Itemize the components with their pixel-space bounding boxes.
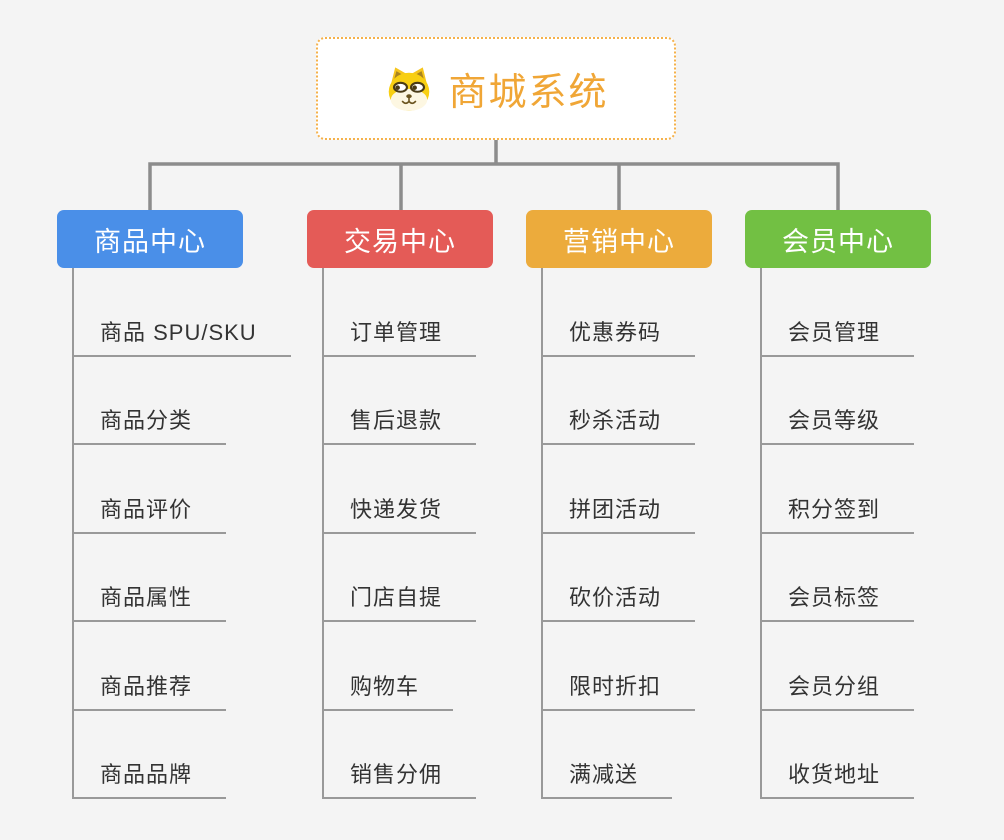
root-title: 商城系统 <box>448 72 609 114</box>
leaf-node[interactable]: 会员等级 <box>762 357 915 445</box>
leaf-node[interactable]: 售后退款 <box>324 357 477 445</box>
branch-node-marketing-center[interactable]: 营销中心 <box>526 210 712 268</box>
leaf-node[interactable]: 商品评价 <box>74 445 227 534</box>
branch-label: 交易中心 <box>344 226 456 257</box>
leaf-node[interactable]: 会员管理 <box>762 268 915 357</box>
branch-node-member-center[interactable]: 会员中心 <box>745 210 931 268</box>
branch-column-marketing: 营销中心 优惠券码 秒杀活动 拼团活动 砍价活动 限时折扣 满减送 <box>526 210 712 799</box>
leaf-node[interactable]: 砍价活动 <box>543 534 696 622</box>
branch-items: 优惠券码 秒杀活动 拼团活动 砍价活动 限时折扣 满减送 <box>541 268 712 799</box>
branch-items: 订单管理 售后退款 快递发货 门店自提 购物车 销售分佣 <box>322 268 493 799</box>
branch-label: 营销中心 <box>563 226 675 257</box>
branch-column-trade: 交易中心 订单管理 售后退款 快递发货 门店自提 购物车 销售分佣 <box>307 210 493 799</box>
leaf-node[interactable]: 门店自提 <box>324 534 477 622</box>
root-node[interactable]: 商城系统 <box>316 37 676 140</box>
leaf-node[interactable]: 商品品牌 <box>74 711 227 799</box>
branch-column-product: 商品中心 商品 SPU/SKU 商品分类 商品评价 商品属性 商品推荐 商品品牌 <box>57 210 291 799</box>
leaf-node[interactable]: 秒杀活动 <box>543 357 696 445</box>
leaf-node[interactable]: 满减送 <box>543 711 673 799</box>
branch-column-member: 会员中心 会员管理 会员等级 积分签到 会员标签 会员分组 收货地址 <box>745 210 931 799</box>
branch-items: 会员管理 会员等级 积分签到 会员标签 会员分组 收货地址 <box>760 268 931 799</box>
leaf-node[interactable]: 购物车 <box>324 622 454 711</box>
branch-node-product-center[interactable]: 商品中心 <box>57 210 243 268</box>
branch-label: 商品中心 <box>94 226 206 257</box>
leaf-node[interactable]: 收货地址 <box>762 711 915 799</box>
leaf-node[interactable]: 商品 SPU/SKU <box>74 268 291 357</box>
leaf-node[interactable]: 限时折扣 <box>543 622 696 711</box>
branch-items: 商品 SPU/SKU 商品分类 商品评价 商品属性 商品推荐 商品品牌 <box>72 268 291 799</box>
leaf-node[interactable]: 快递发货 <box>324 445 477 534</box>
branch-node-trade-center[interactable]: 交易中心 <box>307 210 493 268</box>
leaf-node[interactable]: 拼团活动 <box>543 445 696 534</box>
doge-icon <box>389 67 430 111</box>
leaf-node[interactable]: 销售分佣 <box>324 711 477 799</box>
leaf-node[interactable]: 会员分组 <box>762 622 915 711</box>
branch-label: 会员中心 <box>782 226 894 257</box>
leaf-node[interactable]: 会员标签 <box>762 534 915 622</box>
leaf-node[interactable]: 商品分类 <box>74 357 227 445</box>
leaf-node[interactable]: 商品推荐 <box>74 622 227 711</box>
leaf-node[interactable]: 订单管理 <box>324 268 477 357</box>
leaf-node[interactable]: 商品属性 <box>74 534 227 622</box>
leaf-node[interactable]: 积分签到 <box>762 445 915 534</box>
leaf-node[interactable]: 优惠券码 <box>543 268 696 357</box>
